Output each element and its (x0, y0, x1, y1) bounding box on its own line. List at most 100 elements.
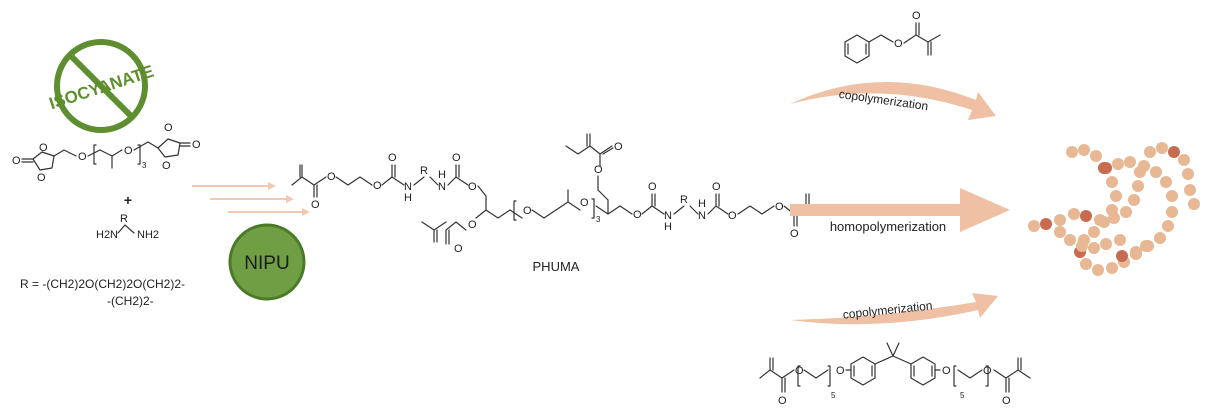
network-bead (1092, 264, 1104, 276)
network-bead (1080, 210, 1092, 222)
route-arrow-top[interactable]: copolymerization (790, 81, 996, 120)
svg-text:N: N (438, 181, 446, 193)
network-bead (1066, 146, 1078, 158)
svg-text:O: O (454, 243, 463, 255)
svg-text:H: H (698, 198, 706, 210)
svg-text:O: O (311, 199, 320, 211)
peg-repeat-right: 5 (960, 391, 965, 400)
network-bead (1080, 258, 1092, 270)
reactant-arrows (192, 182, 310, 216)
svg-text:O: O (39, 142, 48, 154)
network-bead (1100, 238, 1112, 250)
network-bead (1128, 194, 1140, 206)
svg-text:O: O (778, 395, 787, 407)
network-bead (1178, 154, 1190, 166)
phuma-structure: O O O O N H R N H O O O O O O (291, 133, 817, 255)
svg-text:O: O (790, 228, 799, 240)
svg-text:O: O (712, 181, 721, 193)
svg-text:O: O (728, 210, 737, 222)
svg-text:O: O (775, 201, 784, 213)
route-arrow-bottom[interactable]: copolymerization (790, 293, 998, 325)
route-label-middle: homopolymerization (830, 219, 946, 234)
svg-text:O: O (452, 152, 461, 164)
svg-text:O: O (327, 171, 336, 183)
network-bead (1160, 176, 1172, 188)
svg-text:N: N (698, 210, 706, 222)
network-bead (1106, 176, 1118, 188)
svg-text:O: O (795, 365, 804, 377)
network-bead (1166, 190, 1178, 202)
network-bead (1054, 214, 1066, 226)
svg-text:O: O (162, 160, 171, 172)
route-arrow-middle[interactable]: homopolymerization (790, 188, 1010, 234)
nipu-badge: NIPU (228, 223, 306, 301)
network-bead (1154, 232, 1166, 244)
network-bead (1108, 212, 1120, 224)
bis-cyclocarbonate-structure: O O O O O 3 O O O (12, 122, 201, 184)
svg-text:O: O (614, 141, 623, 153)
network-bead (1142, 240, 1154, 252)
diamine-structure: H2N R NH2 (96, 213, 159, 241)
network-bead (1088, 242, 1100, 254)
svg-text:O: O (192, 139, 201, 151)
polymer-network-icon (1028, 142, 1200, 276)
svg-text:O: O (523, 205, 532, 217)
network-bead (1138, 160, 1150, 172)
network-bead (1166, 206, 1178, 218)
svg-text:O: O (648, 181, 657, 193)
network-bead (1168, 146, 1180, 158)
network-bead (1090, 150, 1102, 162)
nipu-label: NIPU (244, 253, 289, 274)
no-isocyanate-icon (67, 52, 135, 120)
svg-text:H: H (438, 169, 446, 181)
svg-text:O: O (373, 180, 382, 192)
network-bead (1150, 166, 1162, 178)
svg-text:O: O (912, 10, 921, 22)
diamine-r-group: R (120, 213, 128, 225)
svg-text:O: O (164, 122, 173, 134)
svg-text:O: O (942, 365, 951, 377)
network-bead (1182, 168, 1194, 180)
network-bead (1132, 180, 1144, 192)
network-bead (1144, 146, 1156, 158)
network-bead (1162, 220, 1174, 232)
network-bead (1068, 208, 1080, 220)
plus-sign: + (124, 192, 132, 208)
network-bead (1094, 214, 1106, 226)
r-definition-line1: R = -(CH2)2O(CH2)2O(CH2)2- (20, 277, 185, 291)
network-bead (1110, 190, 1122, 202)
svg-text:O: O (836, 365, 845, 377)
svg-text:O: O (894, 38, 903, 50)
network-bead (1184, 184, 1196, 196)
svg-text:O: O (983, 365, 992, 377)
svg-text:R: R (420, 165, 428, 177)
network-bead (1054, 226, 1066, 238)
network-bead (1114, 234, 1126, 246)
svg-text:O: O (388, 152, 397, 164)
network-bead (1188, 198, 1200, 210)
svg-text:H: H (664, 221, 672, 233)
no-isocyanate-badge: ISOCYANATE (47, 39, 156, 133)
network-bead (1028, 220, 1040, 232)
bisphenol-dimethacrylate-structure: O O 5 O O 5 O O (759, 342, 1031, 407)
network-bead (1112, 158, 1124, 170)
peg-repeat-left: 5 (831, 391, 836, 400)
network-bead (1088, 226, 1100, 238)
svg-text:O: O (124, 145, 133, 157)
network-bead (1076, 240, 1088, 252)
r-definition-line2: -(CH2)2- (107, 294, 154, 308)
svg-text:N: N (404, 181, 412, 193)
network-bead (1064, 234, 1076, 246)
svg-text:R: R (680, 194, 688, 206)
svg-text:H: H (404, 192, 412, 204)
network-bead (1040, 218, 1052, 230)
svg-text:O: O (468, 219, 477, 231)
svg-text:O: O (78, 151, 87, 163)
network-bead (1116, 250, 1128, 262)
phuma-label: PHUMA (533, 259, 580, 274)
network-bead (1130, 246, 1142, 258)
network-bead (1156, 142, 1168, 154)
svg-text:O: O (37, 172, 46, 184)
svg-text:O: O (12, 155, 21, 167)
